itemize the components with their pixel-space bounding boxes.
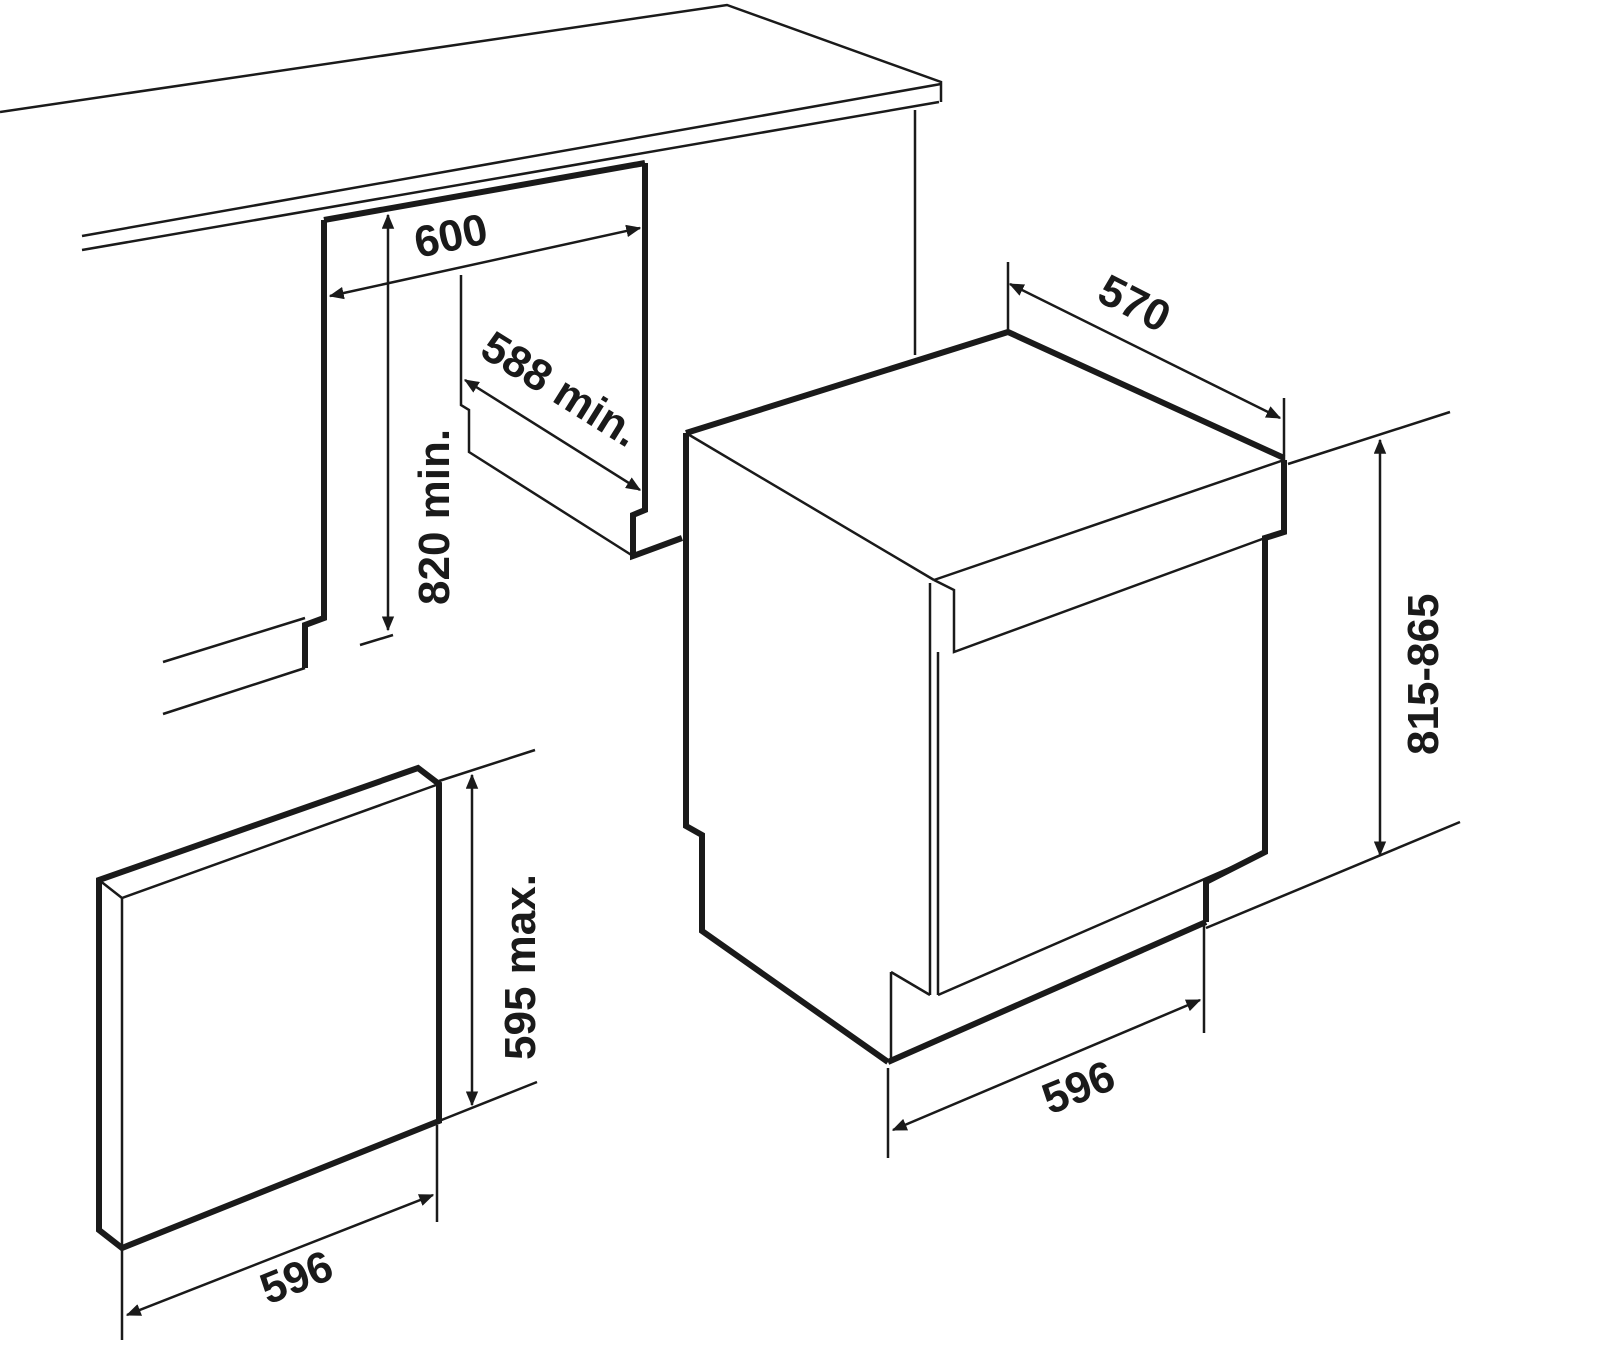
label-appliance-width: 596: [1035, 1051, 1121, 1124]
label-panel-height: 595 max.: [496, 874, 545, 1060]
label-niche-height: 820 min.: [410, 429, 459, 605]
label-appliance-height: 815-865: [1399, 594, 1448, 755]
label-niche-width: 600: [410, 205, 492, 268]
dimension-arrow-appliance-width: [891, 998, 1202, 1132]
door-panel-dimensions: 595 max. 596: [120, 748, 545, 1340]
kitchen-cabinet: [0, 3, 943, 716]
dimension-arrow-niche-width: [328, 224, 642, 300]
niche-dimensions: 600 820 min. 588 min.: [328, 205, 648, 632]
dimension-arrow-panel-width: [125, 1193, 435, 1317]
label-panel-width: 596: [253, 1241, 339, 1314]
dimension-arrow-niche-depth: [463, 378, 642, 492]
label-niche-depth: 588 min.: [473, 322, 648, 457]
door-panel: [96, 764, 442, 1252]
dimension-arrow-appliance-depth: [1008, 282, 1282, 420]
dishwasher: [683, 328, 1287, 1065]
